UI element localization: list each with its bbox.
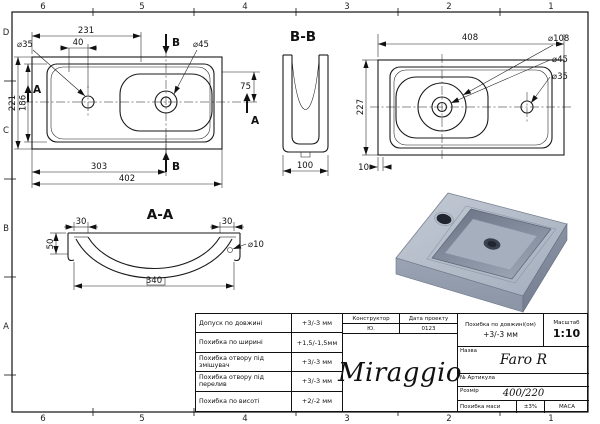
zone-label: 3 [344,414,349,424]
zone-label: 1 [548,2,553,12]
zone-label: A [3,322,9,332]
title-block-middle: Конструктор Дата проекту Ю. 0123 Miraggi… [337,314,463,411]
dim-186: 186 [19,95,29,111]
tolerance-label: Похибка отвору під перелив [196,372,292,391]
dim-100: 100 [297,161,313,171]
tolerance-row: Похибка по висоті +2/-2 мм [196,391,342,411]
mass-label: МАСА [544,401,589,413]
view-title-bb: B-B [290,29,316,45]
section-view-aa: A-A 50 30 30 ⌀10 340 [46,207,264,290]
tolerance-row: Похибка отвору під перелив +3/-3 мм [196,372,342,392]
brand-logo: Miraggio [337,357,463,388]
size-label: Розмір [460,388,479,394]
tolerance-label: Похибка по висоті [196,391,292,411]
title-block: Допуск по довжині +3/-3 мм Похибка по ши… [195,313,589,413]
tolerance-label: Допуск по довжині [196,314,292,333]
tolerance-value: +3/-3 мм [301,377,333,386]
dim-30-left: 30 [76,217,87,227]
section-a-label: A [251,115,260,127]
view-title-aa: A-A [147,207,174,223]
length-tolerance-label: Похибка по довжині(ом) [465,321,536,328]
dia-35-label: ⌀35 [17,40,33,50]
scale-value: 1:10 [552,327,581,340]
tolerance-row: Допуск по довжині +3/-3 мм [196,314,342,334]
tolerance-label: Похибка по ширині [196,333,292,352]
tolerance-value: +2/-2 мм [301,397,333,406]
dim-408: 408 [462,33,478,43]
section-view-bb: B-B 100 [282,29,329,176]
sink-3d-render [395,192,568,314]
length-tolerance-cell: Похибка по довжині(ом) +3/-3 мм [458,314,544,346]
dia-35-label: ⌀35 [552,72,568,82]
zone-label: 5 [139,2,144,12]
zone-label: 1 [548,414,553,424]
zone-label: 4 [242,414,247,424]
dia-108-label: ⌀108 [548,34,569,44]
constructor-label: Конструктор [343,314,400,323]
size-value: 400/220 [502,388,545,399]
section-a-label: A [33,84,42,96]
dim-231: 231 [78,26,94,36]
faucet-hole [436,213,452,225]
length-tolerance-value: +3/-3 мм [483,329,518,339]
dim-30-right: 30 [222,217,233,227]
section-b-label: B [172,37,180,49]
tolerance-row: Похибка по ширині +1,5/-1,5мм [196,333,342,353]
zone-label: B [3,224,9,234]
mass-tolerance-value: ±3% [516,401,544,413]
zone-label: 5 [139,414,144,424]
plan-view-left: 231 40 ⌀35 ⌀45 221 186 75 303 402 B B A … [8,26,260,188]
dim-10: 10 [358,163,369,173]
plan-view-right: 408 ⌀108 ⌀45 ⌀35 227 10 [356,33,572,173]
project-date-label: Дата проекту [408,315,449,322]
title-block-right: Похибка по довжині(ом) +3/-3 мм Масштаб … [457,314,589,413]
tolerance-row: Похибка отвору під змішувач +3/-3 мм [196,352,342,373]
dim-75: 75 [240,82,251,92]
zone-label: 4 [242,2,247,12]
constructor-value: Ю. [343,324,400,333]
scale-label: Масштаб [553,320,580,326]
tolerance-value: +1,5/-1,5мм [296,338,338,347]
dia-45-label: ⌀45 [552,55,568,65]
zone-label: 3 [344,2,349,12]
tolerance-value: +3/-3 мм [301,319,333,328]
product-name: Faro R [499,352,548,368]
section-b-label: B [172,161,180,173]
dia-45-label: ⌀45 [193,40,209,50]
zone-label: D [3,28,10,38]
zone-label: 2 [446,414,451,424]
dim-221: 221 [8,95,18,111]
zone-label: 2 [446,2,451,12]
tolerance-value: +3/-3 мм [301,357,333,366]
dim-303: 303 [91,162,107,172]
dia-10-label: ⌀10 [248,240,264,250]
dim-40: 40 [73,38,84,48]
article-label: № Артикула [458,374,589,387]
project-date-value: 0123 [421,325,436,332]
name-label: Назва [460,348,478,354]
mass-tolerance-label: Похибка маси [460,404,501,410]
tolerance-label: Похибка отвору під змішувач [196,352,292,372]
dim-227: 227 [356,99,366,115]
dim-340: 340 [146,276,162,286]
dim-50: 50 [46,239,56,250]
zone-label: 6 [40,2,45,12]
tolerance-table: Допуск по довжині +3/-3 мм Похибка по ши… [196,314,342,411]
scale-cell: Масштаб 1:10 [544,314,589,346]
mass-row: Похибка маси ±3% МАСА [458,401,589,413]
dim-402: 402 [119,174,135,184]
product-name-cell: Назва Faro R [458,347,589,374]
zone-label: 6 [40,414,45,424]
drawing-frame: 6 5 4 3 2 1 6 5 4 3 2 1 D C B A [3,2,589,424]
size-cell: Розмір 400/220 [458,387,589,401]
zone-label: C [3,126,9,136]
